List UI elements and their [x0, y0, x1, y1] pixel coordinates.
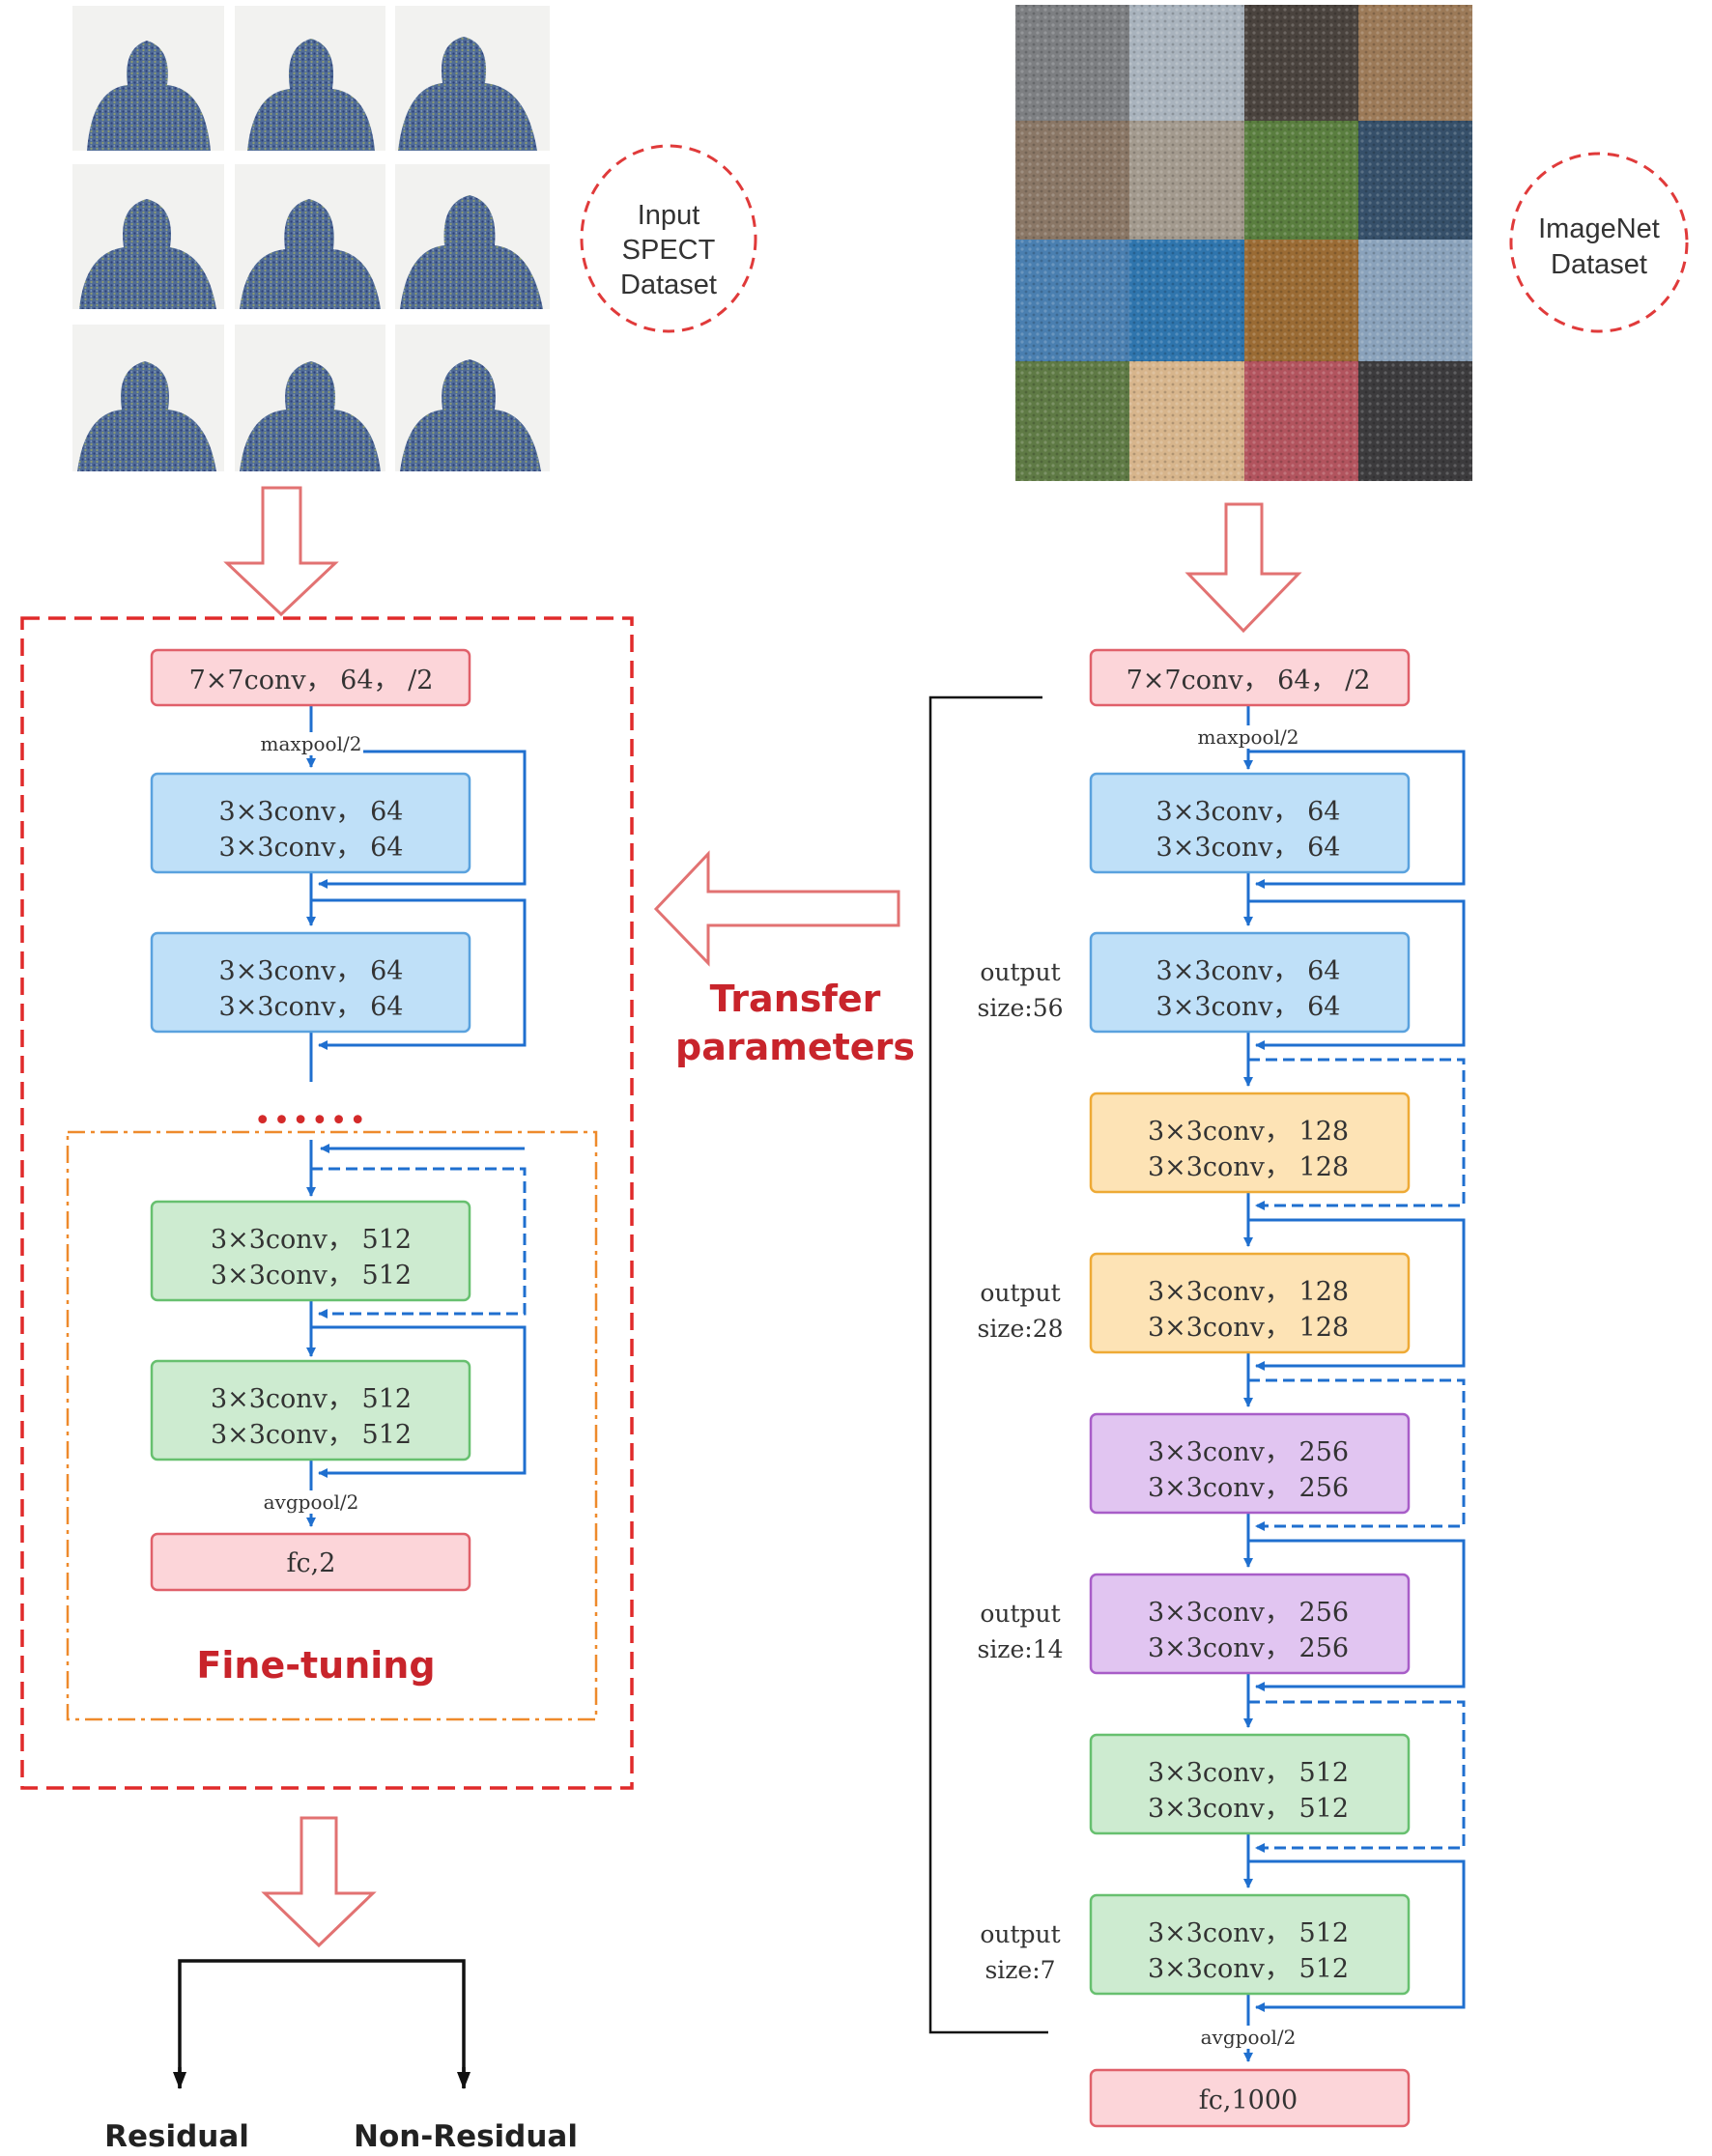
- left-fc-block: fc,2: [150, 1532, 471, 1592]
- size-label-line: output: [980, 958, 1060, 986]
- output-residual: Residual: [104, 2119, 249, 2154]
- right-stem-block: 7×7conv， 64， /2: [1089, 648, 1411, 707]
- conv-line: 3×3conv， 64: [219, 833, 404, 863]
- left-connectors: [306, 705, 527, 1527]
- conv-line: 3×3conv， 64: [219, 992, 404, 1022]
- right-conv-block: 3×3conv， 128 3×3conv， 128: [1089, 1252, 1411, 1354]
- conv-line: 3×3conv， 512: [211, 1261, 412, 1291]
- conv-line: 3×3conv， 64: [1156, 833, 1341, 863]
- conv-line: 3×3conv， 512: [1148, 1918, 1349, 1948]
- transfer-label-line-2: parameters: [675, 1026, 915, 1068]
- conv-line: 3×3conv， 256: [1148, 1633, 1349, 1663]
- conv-line: 3×3conv， 256: [1148, 1437, 1349, 1467]
- left-conv-block: 3×3conv， 64 3×3conv， 64: [150, 772, 471, 874]
- right-bracket: [928, 695, 1048, 2034]
- right-conv-block: 3×3conv， 128 3×3conv， 128: [1089, 1092, 1411, 1194]
- output-size-labels: output size:56 output size:28 output siz…: [977, 958, 1063, 1984]
- right-avgpool-label: avgpool/2: [1201, 2026, 1297, 2049]
- left-maxpool-label: maxpool/2: [261, 732, 362, 755]
- hollow-down-arrow: [223, 486, 339, 617]
- conv-line: 3×3conv， 256: [1148, 1598, 1349, 1628]
- spect-image: [72, 164, 224, 309]
- right-conv-block: 3×3conv， 64 3×3conv， 64: [1089, 931, 1411, 1034]
- hollow-down-arrow: [1184, 502, 1302, 634]
- imagenet-dataset-line-1: ImageNet: [1538, 213, 1660, 244]
- right-stem-label: 7×7conv， 64， /2: [1127, 666, 1371, 695]
- size-label-line: size:7: [984, 1956, 1055, 1984]
- conv-line: 3×3conv， 512: [1148, 1954, 1349, 1984]
- output-non-residual: Non-Residual: [354, 2119, 578, 2154]
- right-conv-block: 3×3conv， 256 3×3conv， 256: [1089, 1412, 1411, 1515]
- imagenet-dataset-line-2: Dataset: [1551, 249, 1647, 280]
- spect-image: [235, 164, 385, 309]
- output-branches: [173, 1959, 471, 2089]
- hollow-down-arrow: [261, 1816, 377, 1948]
- conv-line: 3×3conv， 64: [1156, 797, 1341, 827]
- finetune-label: Fine-tuning: [196, 1644, 435, 1687]
- right-conv-block: 3×3conv， 256 3×3conv， 256: [1089, 1573, 1411, 1675]
- size-label-line: output: [980, 1600, 1060, 1628]
- right-maxpool-label: maxpool/2: [1198, 725, 1299, 749]
- right-conv-block: 3×3conv， 512 3×3conv， 512: [1089, 1893, 1411, 1996]
- size-label-line: size:28: [977, 1315, 1063, 1343]
- spect-image: [72, 6, 224, 151]
- spect-image: [235, 325, 385, 471]
- conv-line: 3×3conv， 128: [1148, 1277, 1349, 1307]
- transfer-arrow: [653, 850, 900, 967]
- imagenet-image-grid: [1015, 5, 1472, 481]
- right-fc-block: fc,1000: [1089, 2068, 1411, 2128]
- size-label-line: size:56: [977, 994, 1063, 1022]
- left-fc-label: fc,2: [287, 1548, 336, 1578]
- spect-image: [395, 6, 550, 151]
- size-label-line: output: [980, 1920, 1060, 1948]
- spect-dataset-line-3: Dataset: [620, 270, 717, 300]
- imagenet-dataset-label: ImageNet Dataset: [1509, 152, 1689, 333]
- conv-line: 3×3conv， 128: [1148, 1117, 1349, 1147]
- right-connectors: [1243, 705, 1466, 2062]
- conv-line: 3×3conv， 128: [1148, 1152, 1349, 1182]
- left-stem-block: 7×7conv， 64， /2: [150, 648, 471, 707]
- spect-image: [235, 6, 385, 151]
- conv-line: 3×3conv， 64: [219, 797, 404, 827]
- spect-image: [72, 325, 224, 471]
- conv-line: 3×3conv， 64: [1156, 992, 1341, 1022]
- left-stem-label: 7×7conv， 64， /2: [189, 666, 434, 695]
- ellipsis-dots: ••••••: [254, 1104, 368, 1138]
- size-label-line: output: [980, 1279, 1060, 1307]
- conv-line: 3×3conv， 256: [1148, 1473, 1349, 1503]
- conv-line: 3×3conv， 64: [219, 956, 404, 986]
- right-conv-block: 3×3conv， 64 3×3conv， 64: [1089, 772, 1411, 874]
- spect-dataset-line-2: SPECT: [622, 235, 716, 266]
- left-avgpool-label: avgpool/2: [264, 1490, 359, 1514]
- conv-line: 3×3conv， 512: [211, 1384, 412, 1414]
- spect-dataset-label: Input SPECT Dataset: [580, 144, 757, 333]
- right-fc-label: fc,1000: [1199, 2085, 1298, 2115]
- right-conv-block: 3×3conv， 512 3×3conv， 512: [1089, 1733, 1411, 1835]
- spect-image: [395, 164, 550, 309]
- spect-image: [395, 325, 550, 471]
- conv-line: 3×3conv， 512: [1148, 1794, 1349, 1824]
- left-conv-block: 3×3conv， 512 3×3conv， 512: [150, 1200, 471, 1302]
- conv-line: 3×3conv， 64: [1156, 956, 1341, 986]
- left-conv-block: 3×3conv， 64 3×3conv， 64: [150, 931, 471, 1034]
- spect-image-grid: [72, 6, 550, 471]
- finetune-frame: [66, 1130, 598, 1721]
- left-conv-block: 3×3conv， 512 3×3conv， 512: [150, 1359, 471, 1461]
- conv-line: 3×3conv， 512: [211, 1420, 412, 1450]
- transfer-label-line-1: Transfer: [710, 978, 881, 1020]
- spect-dataset-line-1: Input: [638, 200, 700, 231]
- size-label-line: size:14: [977, 1635, 1063, 1663]
- conv-line: 3×3conv， 512: [211, 1225, 412, 1255]
- transfer-frame: [20, 616, 634, 1790]
- conv-line: 3×3conv， 128: [1148, 1313, 1349, 1343]
- conv-line: 3×3conv， 512: [1148, 1758, 1349, 1788]
